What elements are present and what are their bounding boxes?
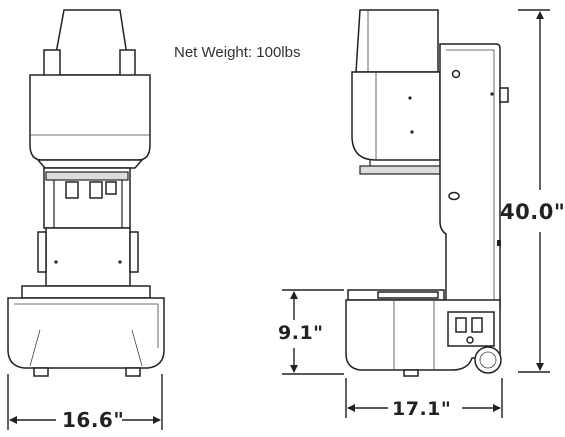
front-switch-2: [89, 181, 103, 199]
front-switch-3: [105, 181, 117, 195]
side-wheel: [474, 346, 502, 374]
front-right-rail: [119, 49, 136, 77]
front-switch-1: [65, 181, 79, 199]
side-head: [351, 71, 441, 161]
side-view: [345, 9, 509, 377]
front-head-skirt: [36, 159, 144, 169]
width-dimension-label: 16.6": [62, 408, 125, 432]
side-foot: [403, 369, 419, 377]
side-fuse-holder: [466, 336, 474, 344]
net-weight-label: Net Weight: 100lbs: [174, 44, 301, 61]
front-base-top: [21, 285, 151, 299]
side-frame: [439, 43, 501, 309]
front-right-foot: [125, 367, 141, 377]
front-head: [29, 74, 151, 161]
front-view: [7, 9, 165, 377]
depth-dimension-label: 17.1": [392, 398, 452, 420]
side-base-tray: [377, 291, 439, 299]
base-height-dimension: [282, 289, 344, 375]
front-column-left-bracket: [37, 231, 47, 273]
side-power-socket: [471, 317, 483, 333]
front-column: [45, 227, 131, 287]
front-left-foot: [33, 367, 49, 377]
side-frame-tab: [499, 87, 509, 103]
side-frame-label: [448, 191, 460, 201]
height-dimension-label: 40.0": [500, 200, 565, 224]
front-heater-bar: [45, 171, 129, 181]
front-top-tower: [51, 9, 131, 76]
front-left-rail: [43, 49, 61, 77]
side-heater-platen: [359, 165, 445, 175]
height-dimension: [518, 9, 550, 373]
side-frame-knob: [451, 69, 461, 79]
depth-dimension: [345, 378, 503, 418]
front-base-body: [7, 297, 165, 369]
front-width-dimension: [7, 374, 163, 430]
base-height-dimension-label: 9.1": [278, 322, 324, 344]
side-power-switch: [455, 317, 467, 333]
front-column-right-bracket: [129, 231, 139, 273]
